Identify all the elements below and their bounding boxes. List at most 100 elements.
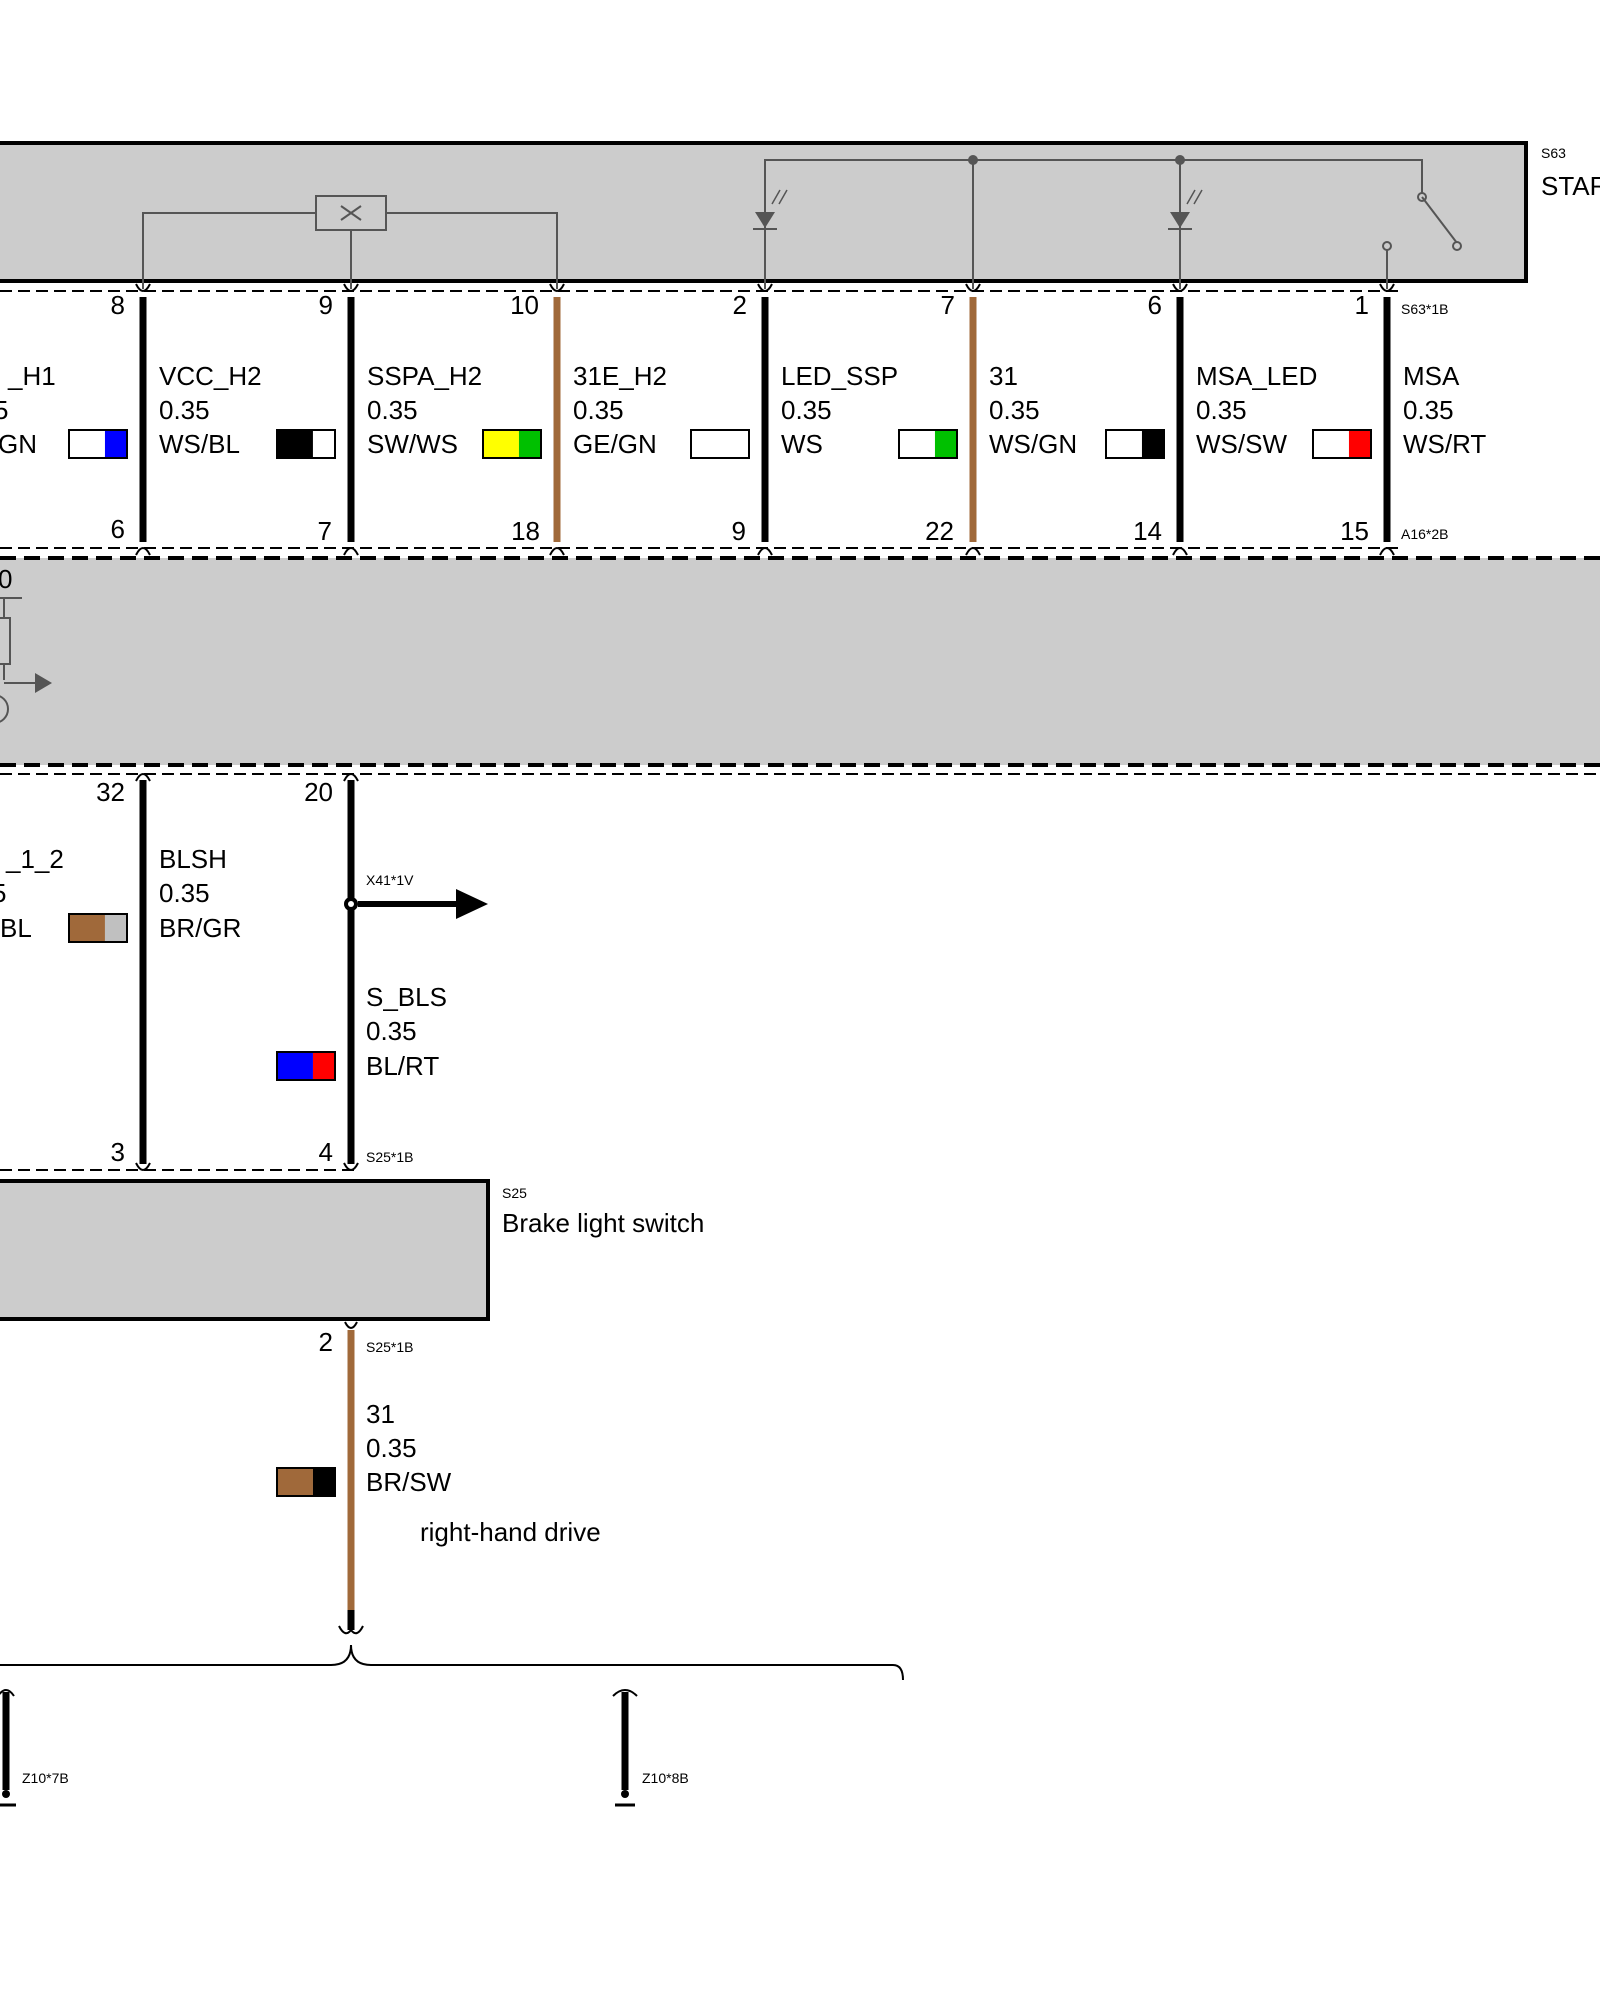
pin-number: 15 (1340, 516, 1369, 546)
connector-hook (965, 283, 981, 292)
variant-brace (0, 1625, 904, 1681)
svg-text:_H1: _H1 (7, 361, 56, 391)
svg-text:_1_2: _1_2 (5, 844, 64, 874)
swatch-border (482, 429, 542, 459)
pin-number: 1 (1355, 290, 1369, 320)
module-label-partial: 0 (0, 564, 12, 594)
variant-note: right-hand drive (420, 1517, 601, 1547)
wire-size: 0.35 (1403, 395, 1454, 425)
swatch-segment (312, 430, 335, 458)
connector-hook (1172, 547, 1188, 556)
wire-size: 0.35 (1196, 395, 1247, 425)
svg-text:3: 3 (111, 1137, 125, 1167)
connector-hook (343, 547, 359, 556)
wire-color: GE/GN (573, 429, 657, 459)
pin-number: 20 (304, 777, 333, 807)
swatch-segment (104, 430, 127, 458)
pin-number: 6 (1148, 290, 1162, 320)
swatch-segment (899, 430, 935, 458)
s25-box (0, 1179, 490, 1321)
pin-number: 14 (1133, 516, 1162, 546)
wire-name: BLSH (159, 844, 227, 874)
swatch-border (276, 1051, 336, 1081)
control-module-box (0, 558, 1600, 765)
ground-label: Z10*7B (22, 1770, 69, 1786)
connector-hook (757, 283, 773, 292)
swatch-segment (1348, 430, 1371, 458)
wire-size: 0.35 (159, 878, 210, 908)
internal-resistor (142, 195, 558, 289)
wire-size: 0.35 (781, 395, 832, 425)
pin-number: 4 (319, 1137, 333, 1167)
connector-label-s25-bottom: S25*1B (366, 1339, 413, 1355)
ground-wire-name: 31 (366, 1399, 395, 1429)
connector-hook (135, 1162, 151, 1171)
s63-id: S63 (1541, 145, 1566, 161)
wire-color: BL/RT (366, 1051, 439, 1081)
swatch-segment (69, 914, 105, 942)
ground-label: Z10*8B (642, 1770, 689, 1786)
partial-wire: _H1 5 GN 6 (0, 361, 125, 544)
swatch-segment (934, 430, 957, 458)
connector-hook (549, 547, 565, 556)
swatch-segment (690, 429, 750, 459)
splice-label: X41*1V (366, 872, 414, 888)
wire-size: 0.35 (989, 395, 1040, 425)
ground-wire: 2 S25*1B 31 0.35 BR/SW right-hand drive (276, 1321, 601, 1630)
wire-name: MSA (1403, 361, 1460, 391)
s63-module: S63 STAR (0, 141, 1600, 289)
led-icon (1168, 189, 1203, 230)
pin-number: 9 (732, 516, 746, 546)
ground-wire-color: BR/SW (366, 1467, 452, 1497)
connector-hook (343, 1162, 359, 1171)
swatch-segment (312, 1052, 335, 1080)
wire-size: 0.35 (367, 395, 418, 425)
sensor-symbol (0, 597, 52, 723)
swatch-segment (312, 1468, 335, 1496)
wire-name: 31 (989, 361, 1018, 391)
pin-number: 7 (941, 290, 955, 320)
connector-hook (135, 547, 151, 556)
wire-color: WS/BL (159, 429, 240, 459)
pin-number: 9 (319, 290, 333, 320)
s25-module: S25 Brake light switch (0, 1179, 704, 1321)
ground-wire-size: 0.35 (366, 1433, 417, 1463)
pin-number: 8 (111, 290, 125, 320)
wire-name: LED_SSP (781, 361, 898, 391)
upper-wires: 87VCC_H20.35WS/BL918SSPA_H20.35SW/WS1093… (111, 283, 1486, 556)
swatch-segment (1141, 430, 1164, 458)
connector-hook (549, 283, 565, 292)
swatch-border (1312, 429, 1372, 459)
svg-text:5: 5 (0, 878, 6, 908)
connector-label-a16: A16*2B (1401, 526, 1448, 542)
connector-hook (343, 283, 359, 292)
swatch-segment (1313, 430, 1349, 458)
ground-z10-8b: Z10*8B (612, 1689, 689, 1807)
swatch-segment (518, 430, 541, 458)
swatch-border (898, 429, 958, 459)
pin-number: 10 (510, 290, 539, 320)
wire-color: SW/WS (367, 429, 458, 459)
wire-size: 0.35 (366, 1016, 417, 1046)
swatch-border (68, 429, 128, 459)
lower-partial-wire: _1_2 5 BL 3 (0, 844, 125, 1167)
connector-hook (1172, 283, 1188, 292)
svg-text:GN: GN (0, 429, 37, 459)
wire-name: 31E_H2 (573, 361, 667, 391)
control-module: 0 (0, 556, 1600, 767)
color-swatch (68, 913, 128, 943)
connector-label-s25-top: S25*1B (366, 1149, 413, 1165)
swatch-segment (277, 1052, 313, 1080)
swatch-segment (1106, 430, 1142, 458)
swatch-border (68, 913, 128, 943)
